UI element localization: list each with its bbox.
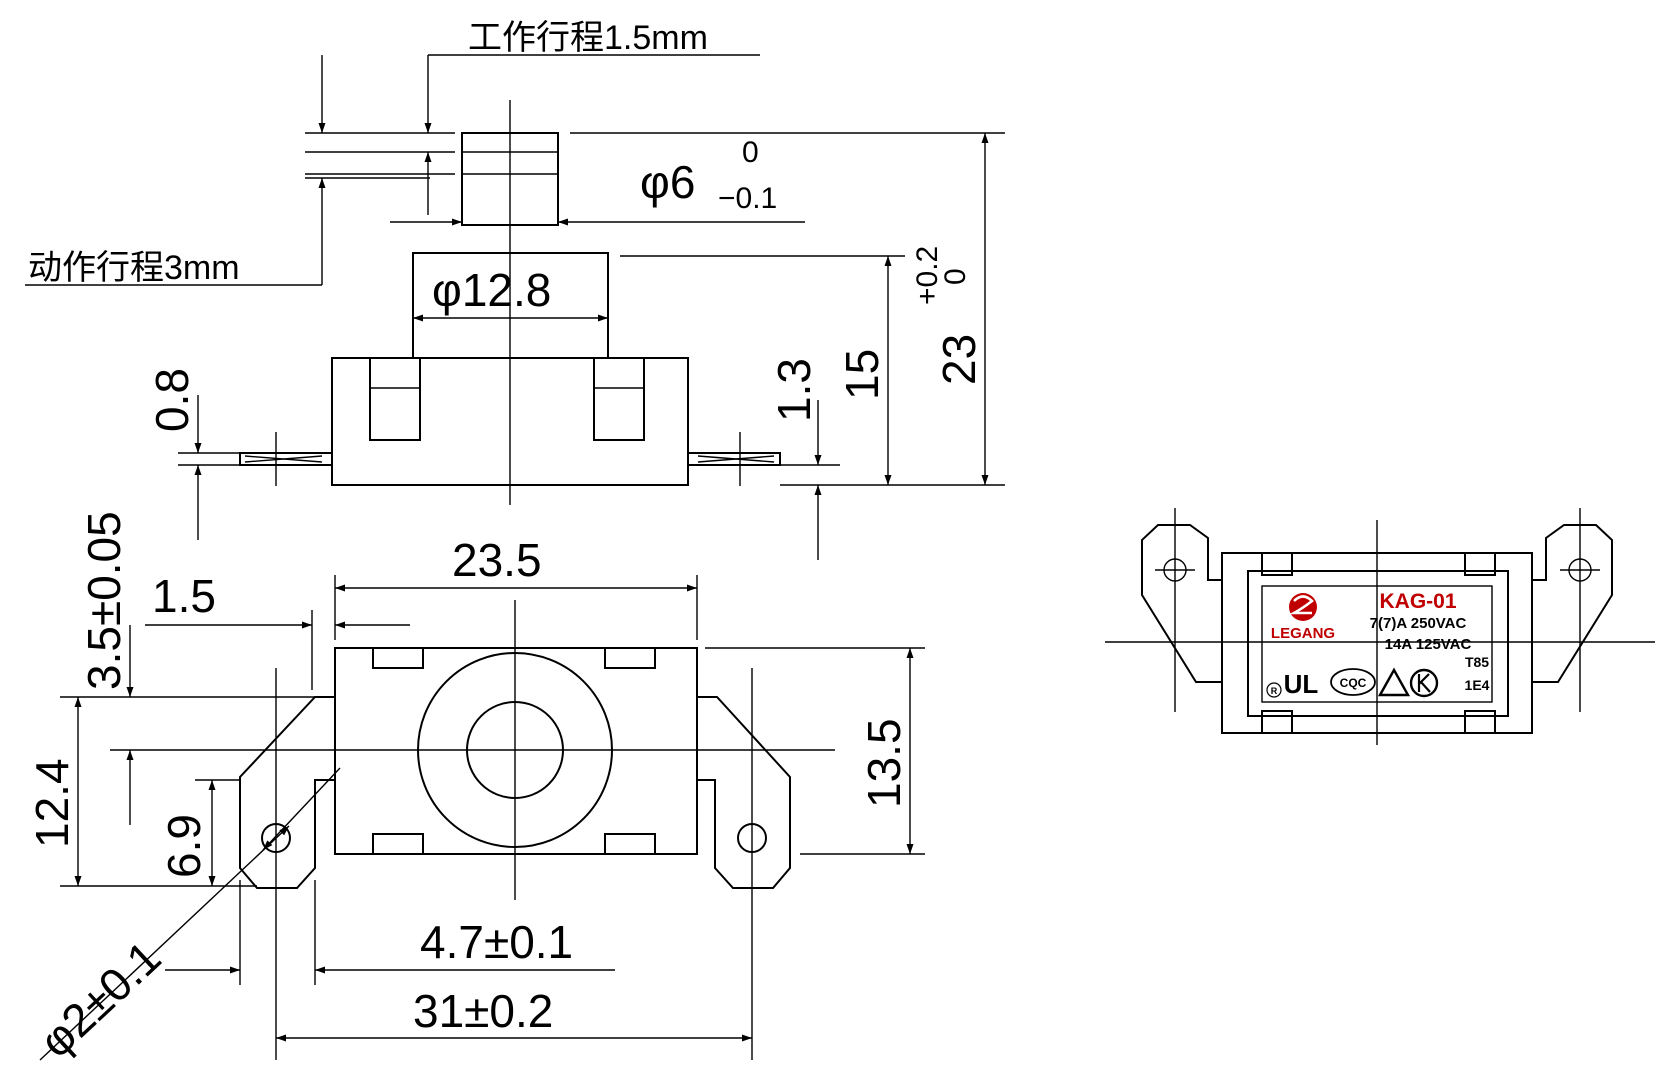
svg-text:CQC: CQC [1340, 676, 1367, 690]
dim-h12-4: 12.4 [26, 758, 78, 848]
dim-h23-tol-upper: +0.2 [911, 246, 944, 305]
dim-w1-5: 1.5 [152, 570, 216, 622]
label-temp: T85 [1465, 654, 1489, 670]
dim-d6: φ6 [640, 156, 695, 208]
label-brand: LEGANG [1271, 625, 1335, 642]
dim-d12-8: φ12.8 [432, 264, 551, 316]
dim-d6-tol-lower: −0.1 [718, 182, 777, 215]
dim-d2: φ2±0.1 [29, 931, 170, 1068]
dim-w4-7: 4.7±0.1 [420, 916, 573, 968]
svg-text:UL: UL [1284, 669, 1319, 699]
dim-h13-5: 13.5 [858, 718, 910, 808]
slot-right [593, 357, 645, 441]
dim-h23-tol-lower: 0 [939, 268, 972, 285]
terminal-left-top [239, 696, 335, 889]
ul-mark-icon: UL [1284, 669, 1319, 699]
label-rating-1: 7(7)A 250VAC [1370, 615, 1467, 632]
dim-w31: 31±0.2 [413, 985, 553, 1037]
bracket-right [1532, 524, 1613, 683]
terminal-right [687, 452, 781, 466]
terminal-left [239, 452, 333, 466]
legang-logo-icon [1288, 593, 1317, 621]
terminal-right-top [697, 696, 791, 889]
housing [334, 647, 698, 855]
registered-mark-icon: R [1266, 682, 1282, 698]
triangle-mark-icon [1377, 667, 1411, 697]
front-view [25, 54, 1005, 560]
dim-h15: 15 [836, 349, 888, 400]
label-code: 1E4 [1465, 677, 1490, 693]
svg-text:R: R [1271, 686, 1278, 696]
dim-h1-3: 1.3 [768, 358, 820, 422]
dim-h0-8: 0.8 [146, 368, 198, 432]
work-travel-note: 工作行程1.5mm [468, 19, 708, 57]
slot-left [369, 357, 421, 441]
action-travel-note: 动作行程3mm [28, 249, 240, 287]
label-model: KAG-01 [1379, 590, 1456, 613]
top-view [39, 575, 925, 1061]
cqc-mark-icon: CQC [1330, 668, 1376, 696]
dim-h23: 23 [933, 334, 985, 385]
dim-d6-tol-upper: 0 [742, 136, 759, 169]
dim-h6-9: 6.9 [158, 814, 210, 878]
dim-h3-5: 3.5±0.05 [78, 511, 130, 690]
label-view: LEGANG KAG-01 7(7)A 250VAC 14A 125VAC T8… [1105, 508, 1655, 745]
label-rating-2: 14A 125VAC [1385, 636, 1472, 653]
bracket-left [1141, 524, 1222, 683]
label-housing-inner [1247, 570, 1509, 717]
k-mark-icon [1409, 668, 1439, 698]
dim-w23-5: 23.5 [452, 534, 542, 586]
